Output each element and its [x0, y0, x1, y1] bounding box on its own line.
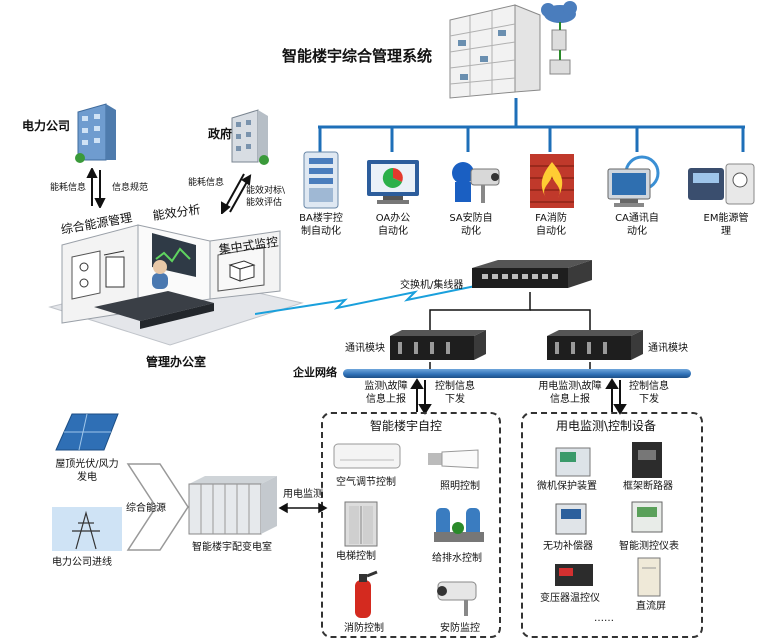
- fire-wall-icon: [530, 154, 574, 208]
- water-pump-icon: [434, 508, 484, 542]
- grid-inlet-label: 电力公司进线: [52, 557, 112, 568]
- integrated-energy-source-label: 综合能源: [126, 503, 166, 514]
- subsystem-bus-lines: [318, 98, 745, 152]
- building-control-panel: [321, 412, 501, 638]
- building-control-title: 智能楼宇自控: [370, 419, 443, 433]
- security-control-label: 安防监控: [440, 623, 480, 634]
- subsystem-em-label: EM能源管理: [703, 213, 749, 237]
- comm-module-right-icon: [547, 330, 643, 360]
- elevator-icon: [344, 501, 378, 547]
- security-camera-icon: [452, 162, 500, 203]
- subsystem-fa-label: FA消防自动化: [535, 213, 567, 237]
- dc-screen-icon: [637, 557, 661, 597]
- government-label: 政府: [208, 127, 233, 141]
- right-up-info: 用电监测\故障信息上报: [538, 381, 602, 405]
- building-network-illustration: [449, 1, 577, 99]
- substation-label: 智能楼宇配变电室: [192, 542, 272, 553]
- gov-assess-label-1: 能效对标\: [246, 186, 286, 196]
- more-devices-label: ……: [594, 613, 614, 624]
- solar-panel-icon: [55, 413, 119, 451]
- hvac-control-label: 空气调节控制: [336, 477, 396, 488]
- lighting-control-label: 照明控制: [440, 481, 480, 492]
- subsystem-ca-label: CA通讯自动化: [615, 213, 659, 237]
- power-energy-info-label: 能耗信息: [50, 183, 87, 193]
- system-title: 智能楼宇综合管理系统: [282, 47, 433, 65]
- right-down-info: 控制信息下发: [629, 381, 669, 405]
- office-building-icon: [75, 103, 116, 163]
- air-conditioner-icon: [333, 443, 401, 469]
- smart-meter-icon: [631, 501, 663, 533]
- circuit-breaker-icon: [632, 442, 662, 478]
- cctv-camera-icon: [437, 581, 477, 616]
- comm-module-left-icon: [390, 330, 486, 360]
- light-bulb-icon: [428, 449, 479, 469]
- dc-screen-label: 直流屏: [636, 601, 666, 612]
- power-monitoring-label: 用电监测: [283, 489, 323, 500]
- solar-wind-label: 屋顶光伏/风力发电: [55, 459, 119, 483]
- comm-module-right-label: 通讯模块: [648, 343, 688, 354]
- gov-energy-info-label: 能耗信息: [188, 178, 225, 188]
- compensator-icon: [555, 503, 587, 535]
- power-rules-label: 信息规范: [112, 183, 149, 193]
- elevator-control-label: 电梯控制: [336, 551, 376, 562]
- gov-assess-label-2: 能效评估: [246, 198, 283, 208]
- subsystem-ba-label: BA楼宇控制自动化: [299, 213, 343, 237]
- power-tower-icon: [52, 507, 122, 551]
- fire-extinguisher-icon: [355, 570, 378, 618]
- relay-protection-icon: [555, 447, 591, 477]
- power-company-label: 电力公司: [22, 119, 71, 133]
- left-down-info: 控制信息下发: [435, 381, 475, 405]
- subsystem-sa-label: SA安防自动化: [449, 213, 493, 237]
- power-monitor-title: 用电监测\控制设备: [556, 419, 657, 433]
- switch-label: 交换机/集线器: [400, 280, 464, 291]
- energy-merge-arrow: [126, 463, 189, 551]
- power-monitoring-arrow: [278, 502, 328, 514]
- meter-label: 智能测控仪表: [619, 541, 679, 552]
- network-switch-icon: [472, 260, 592, 288]
- left-up-info: 监测\故障信息上报: [364, 381, 408, 405]
- wireless-link-icon: [255, 281, 496, 315]
- water-control-label: 给排水控制: [432, 553, 482, 564]
- management-office-label: 管理办公室: [146, 355, 207, 369]
- switchgear-cabinet-icon: [188, 476, 277, 535]
- computer-terminal-icon: [607, 155, 660, 207]
- comm-module-left-label: 通讯模块: [345, 343, 385, 354]
- bidirectional-arrow-power: [86, 168, 106, 208]
- transformer-label: 变压器温控仪: [540, 593, 600, 604]
- transformer-controller-icon: [555, 564, 593, 586]
- switch-to-modules-lines: [429, 292, 591, 370]
- network-data-arrows: [410, 378, 627, 415]
- government-building-icon: [231, 109, 269, 165]
- server-cabinet-icon: [303, 151, 339, 209]
- enterprise-network-label: 企业网络: [293, 366, 337, 379]
- enterprise-network-bar: [343, 369, 691, 378]
- relay-label: 微机保护装置: [537, 481, 597, 492]
- monitor-chart-icon: [367, 160, 419, 204]
- fire-control-label: 消防控制: [344, 623, 384, 634]
- energy-meter-icon: [688, 163, 755, 205]
- subsystem-oa-label: OA办公自动化: [375, 213, 411, 237]
- breaker-label: 框架断路器: [623, 481, 673, 492]
- power-monitor-panel: [521, 412, 703, 638]
- management-office-scene: [48, 224, 304, 346]
- bidirectional-arrow-government: [221, 173, 252, 214]
- compensator-label: 无功补偿器: [543, 541, 593, 552]
